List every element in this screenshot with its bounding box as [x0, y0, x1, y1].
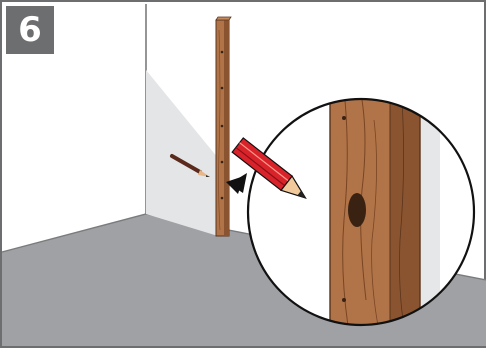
wooden-stud	[216, 17, 231, 236]
step-number-badge: 6	[6, 6, 54, 54]
stud-hole	[348, 193, 366, 227]
